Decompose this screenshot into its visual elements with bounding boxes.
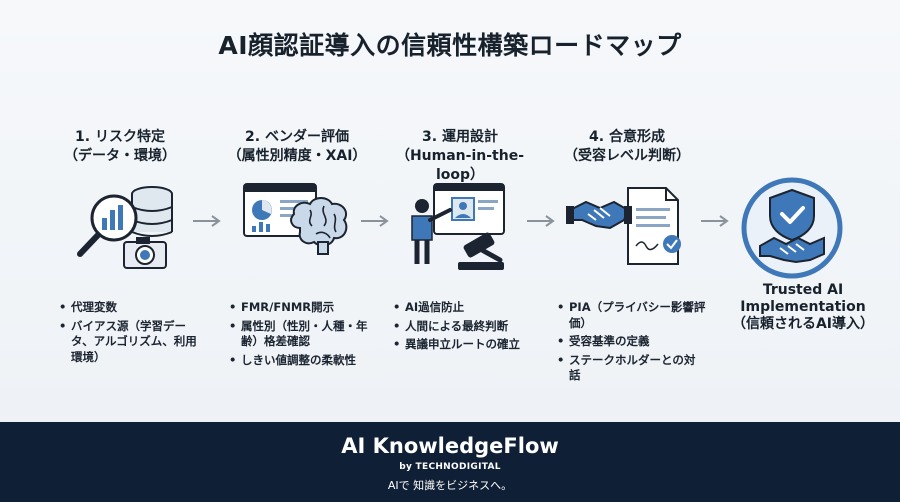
dashboard-brain-icon bbox=[243, 183, 348, 255]
step-4-heading-block: 4. 合意形成 （受容レベル判断） bbox=[552, 128, 702, 166]
list-item: 属性別（性別・人種・年齢）格差確認 bbox=[228, 319, 378, 350]
arrow-right-icon bbox=[361, 215, 389, 227]
outcome-label: Trusted AI Implementation （信頼されるAI導入） bbox=[718, 282, 888, 333]
roadmap-canvas: AI顔認証導入の信頼性構築ロードマップ 1. リスク特定 （データ・環境） 代理… bbox=[0, 0, 900, 422]
magnifier-database-chart-icon bbox=[77, 186, 173, 257]
person-screen-gavel-icon bbox=[411, 183, 505, 270]
outcome-line-2: Implementation bbox=[740, 299, 866, 315]
arrow-right-icon bbox=[193, 215, 221, 227]
arrow-right-icon bbox=[527, 215, 555, 227]
page-title: AI顔認証導入の信頼性構築ロードマップ bbox=[218, 31, 682, 60]
list-item: PIA（プライバシー影響評価） bbox=[556, 300, 706, 331]
list-item: 異議申立ルートの確立 bbox=[392, 337, 542, 353]
step-1-bullets: 代理変数 バイアス源（学習データ、アルゴリズム、利用環境） bbox=[58, 300, 198, 368]
step-2-bullets: FMR/FNMR開示 属性別（性別・人種・年齢）格差確認 しきい値調整の柔軟性 bbox=[228, 300, 378, 371]
list-item: 人間による最終判断 bbox=[392, 319, 542, 335]
step-2-subheading: （属性別精度・XAI） bbox=[227, 148, 367, 164]
step-3-bullets: AI過信防止 人間による最終判断 異議申立ルートの確立 bbox=[392, 300, 542, 356]
footer-banner: AI KnowledgeFlow by TECHNODIGITAL AIで 知識… bbox=[0, 422, 900, 502]
step-4-bullets: PIA（プライバシー影響評価） 受容基準の定義 ステークホルダーとの対話 bbox=[556, 300, 706, 387]
list-item: 受容基準の定義 bbox=[556, 334, 706, 350]
step-3-subheading: （Human-in-the-loop） bbox=[395, 148, 525, 183]
list-item: ステークホルダーとの対話 bbox=[556, 353, 706, 384]
handshake-document-icon bbox=[566, 187, 681, 265]
outcome-line-3: （信頼されるAI導入） bbox=[731, 316, 875, 332]
brand-byline: by TECHNODIGITAL bbox=[399, 462, 501, 472]
list-item: バイアス源（学習データ、アルゴリズム、利用環境） bbox=[58, 319, 198, 366]
step-3-heading: 3. 運用設計 bbox=[422, 129, 498, 145]
brand-logo-text: AI KnowledgeFlow bbox=[341, 434, 559, 458]
step-4-heading: 4. 合意形成 bbox=[589, 129, 665, 145]
outcome-line-1: Trusted AI bbox=[762, 282, 844, 298]
step-3-heading-block: 3. 運用設計 （Human-in-the-loop） bbox=[380, 128, 540, 185]
brand-tagline: AIで 知識をビジネスへ。 bbox=[387, 479, 513, 492]
list-item: AI過信防止 bbox=[392, 300, 542, 316]
step-1-heading-block: 1. リスク特定 （データ・環境） bbox=[50, 128, 190, 166]
step-4-subheading: （受容レベル判断） bbox=[564, 148, 690, 164]
list-item: しきい値調整の柔軟性 bbox=[228, 353, 378, 369]
step-2-heading-block: 2. ベンダー評価 （属性別精度・XAI） bbox=[222, 128, 372, 166]
arrow-right-icon bbox=[701, 215, 729, 227]
step-1-subheading: （データ・環境） bbox=[64, 148, 176, 164]
camera-icon bbox=[123, 237, 167, 269]
shield-handshake-icon bbox=[741, 177, 843, 279]
step-1-heading: 1. リスク特定 bbox=[75, 129, 165, 145]
list-item: 代理変数 bbox=[58, 300, 198, 316]
list-item: FMR/FNMR開示 bbox=[228, 300, 378, 316]
step-2-heading: 2. ベンダー評価 bbox=[245, 129, 349, 145]
